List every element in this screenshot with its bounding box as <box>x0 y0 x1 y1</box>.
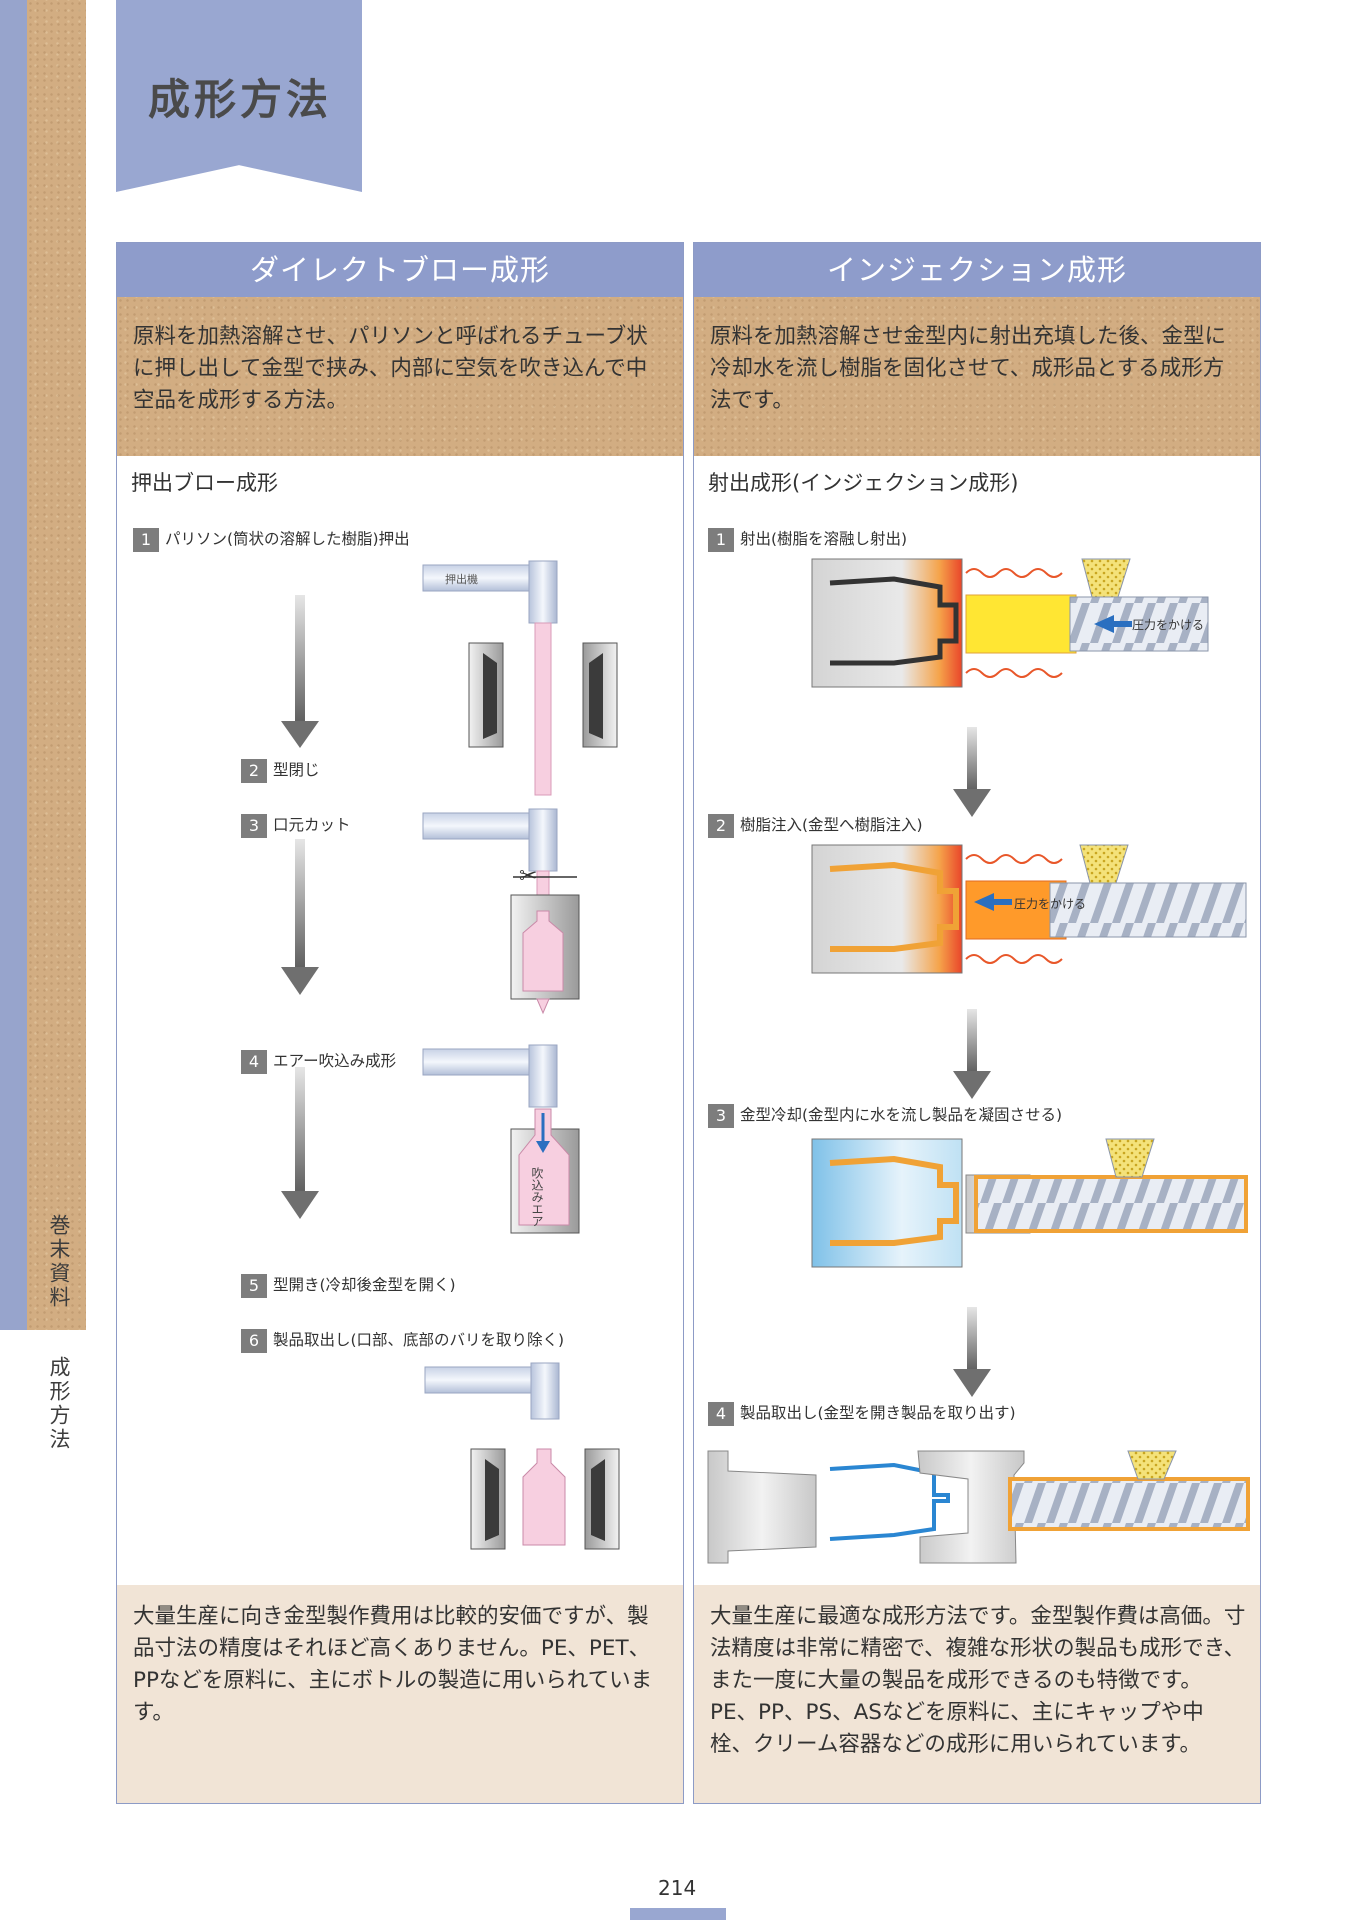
step-number: 3 <box>708 1103 734 1128</box>
side-strip-kraft <box>27 0 86 1330</box>
step-number: 2 <box>241 758 267 783</box>
step-label: 製品取出し(金型を開き製品を取り出す) <box>740 1404 1016 1422</box>
arrow-down-icon <box>953 789 991 817</box>
title-banner <box>116 0 362 192</box>
arrow-down-icon <box>967 1307 977 1371</box>
diagram-product-removal <box>707 1450 1250 1564</box>
arrow-down-icon <box>281 967 319 995</box>
step-3: 3 金型冷却(金型内に水を流し製品を凝固させる) <box>708 1103 1062 1128</box>
extruder-label: 押出機 <box>445 572 478 586</box>
step-label: 樹脂注入(金型へ樹脂注入) <box>740 816 923 834</box>
diagram-air-blow: 吹込みエア <box>422 1044 580 1234</box>
pressure-label: 圧力をかける <box>1132 618 1204 632</box>
step-label: 金型冷却(金型内に水を流し製品を凝固させる) <box>740 1106 1063 1124</box>
step-label: 口元カット <box>273 816 351 834</box>
step-label: 型開き(冷却後金型を開く) <box>273 1276 456 1294</box>
arrow-down-icon <box>295 839 305 969</box>
arrow-down-icon <box>967 727 977 791</box>
panel-injection: インジェクション成形 原料を加熱溶解させ金型内に射出充填した後、金型に冷却水を流… <box>693 242 1261 1804</box>
diagram-injection: 圧力をかける <box>811 558 1209 688</box>
step-6: 6 製品取出し(口部、底部のバリを取り除く) <box>241 1328 564 1353</box>
step-label: 製品取出し(口部、底部のバリを取り除く) <box>273 1331 565 1349</box>
step-number: 1 <box>133 527 159 552</box>
subheading-extrusion-blow: 押出ブロー成形 <box>131 471 278 495</box>
page-number: 214 <box>658 1876 697 1900</box>
air-label: 吹込みエア <box>530 1167 544 1227</box>
step-4: 4 製品取出し(金型を開き製品を取り出す) <box>708 1401 1016 1426</box>
diagram-resin-injection: 圧力をかける <box>811 844 1247 974</box>
step-5: 5 型開き(冷却後金型を開く) <box>241 1273 456 1298</box>
panel-intro-direct-blow: 原料を加熱溶解させ、パリソンと呼ばれるチューブ状に押し出して金型で挟み、内部に空… <box>117 297 683 456</box>
panel-direct-blow: ダイレクトブロー成形 原料を加熱溶解させ、パリソンと呼ばれるチューブ状に押し出し… <box>116 242 684 1804</box>
blow-molding-diagrams: 押出機 ✂ <box>281 560 620 1550</box>
pressure-arrow-icon <box>1094 615 1114 633</box>
step-1: 1 射出(樹脂を溶融し射出) <box>708 527 907 552</box>
pressure-label: 圧力をかける <box>1014 897 1086 911</box>
diagram-mold-cooling <box>811 1138 1248 1268</box>
subheading-injection: 射出成形(インジェクション成形) <box>708 471 1019 495</box>
step-number: 5 <box>241 1273 267 1298</box>
side-label-appendix: 巻末資料 <box>47 1214 71 1310</box>
step-number: 6 <box>241 1328 267 1353</box>
panel-footer-direct-blow: 大量生産に向き金型製作費用は比較的安価ですが、製品寸法の精度はそれほど高くありま… <box>117 1585 683 1803</box>
step-label: パリソン(筒状の溶解した樹脂)押出 <box>165 530 410 548</box>
arrow-down-icon <box>953 1071 991 1099</box>
arrow-down-icon <box>953 1369 991 1397</box>
page-title: 成形方法 <box>148 75 333 124</box>
step-1: 1 パリソン(筒状の溶解した樹脂)押出 <box>133 527 410 552</box>
arrow-down-icon <box>295 595 305 723</box>
step-number: 4 <box>241 1049 267 1074</box>
side-strip-blue <box>0 0 27 1330</box>
arrow-down-icon <box>281 1191 319 1219</box>
step-number: 2 <box>708 813 734 838</box>
arrow-down-icon <box>281 721 319 748</box>
step-number: 3 <box>241 813 267 838</box>
arrow-down-icon <box>295 1067 305 1193</box>
panel-header-injection: インジェクション成形 <box>694 243 1260 297</box>
side-label-molding: 成形方法 <box>47 1356 71 1452</box>
air-arrow-icon <box>536 1141 550 1153</box>
step-number: 4 <box>708 1401 734 1426</box>
step-4: 4 エアー吹込み成形 <box>241 1049 396 1074</box>
step-3: 3 口元カット <box>241 813 351 838</box>
step-label: 射出(樹脂を溶融し射出) <box>740 530 908 548</box>
page-number-tab <box>630 1908 726 1920</box>
diagram-parison-extrusion: 押出機 <box>422 560 618 796</box>
arrow-down-icon <box>967 1009 977 1073</box>
step-label: 型閉じ <box>273 761 320 779</box>
panel-intro-injection: 原料を加熱溶解させ金型内に射出充填した後、金型に冷却水を流し樹脂を固化させて、成… <box>694 297 1260 456</box>
step-number: 1 <box>708 527 734 552</box>
panel-header-direct-blow: ダイレクトブロー成形 <box>117 243 683 297</box>
injection-molding-diagrams: 圧力をかける 圧力をかける <box>707 558 1250 1564</box>
diagram-neck-cut: ✂ <box>422 808 580 1015</box>
step-2: 2 樹脂注入(金型へ樹脂注入) <box>708 813 923 838</box>
step-2: 2 型閉じ <box>241 758 320 783</box>
panel-footer-injection: 大量生産に最適な成形方法です。金型製作費は高価。寸法精度は非常に精密で、複雑な形… <box>694 1585 1260 1803</box>
pressure-arrow-icon <box>974 893 994 911</box>
diagram-product-ejection <box>424 1362 620 1550</box>
step-label: エアー吹込み成形 <box>273 1052 397 1070</box>
